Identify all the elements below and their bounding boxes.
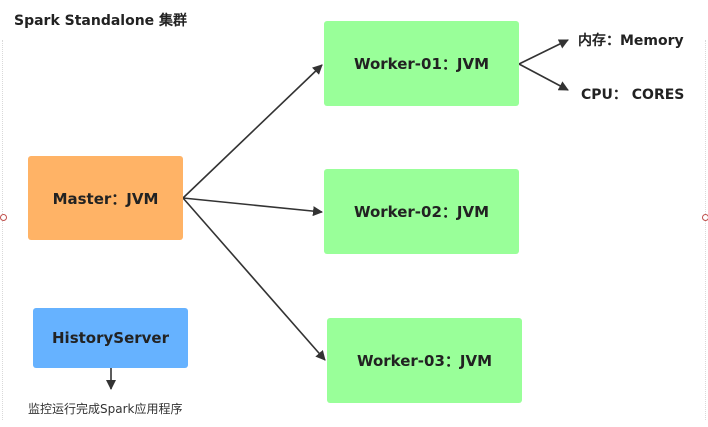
cpu-label: CPU： CORES	[581, 87, 685, 103]
left-connection-handle[interactable]	[0, 214, 7, 221]
memory-label: 内存：Memory	[578, 33, 684, 49]
worker-02-label: Worker-02：JVM	[353, 203, 490, 221]
history-caption: 监控运行完成Spark应用程序	[28, 402, 183, 416]
history-server-node[interactable]: HistoryServer	[33, 308, 188, 368]
edge-worker01-cpu	[518, 63, 569, 91]
worker-01-node[interactable]: Worker-01：JVM	[324, 21, 519, 106]
master-label: Master：JVM	[52, 189, 159, 208]
edge-worker01-memory	[518, 39, 569, 65]
worker-03-node[interactable]: Worker-03：JVM	[327, 318, 522, 403]
worker-01-label: Worker-01：JVM	[353, 55, 490, 73]
right-connection-handle[interactable]	[702, 214, 708, 221]
edge-master-worker02	[182, 197, 323, 217]
worker-02-node[interactable]: Worker-02：JVM	[324, 169, 519, 254]
master-node[interactable]: Master：JVM	[28, 156, 183, 240]
canvas-right-guide	[705, 40, 706, 420]
edge-master-worker03	[182, 197, 326, 361]
canvas-left-guide	[2, 40, 3, 420]
edge-master-worker01	[182, 64, 323, 199]
history-server-label: HistoryServer	[52, 329, 169, 347]
worker-03-label: Worker-03：JVM	[356, 352, 493, 370]
diagram-title: Spark Standalone 集群	[14, 13, 188, 29]
